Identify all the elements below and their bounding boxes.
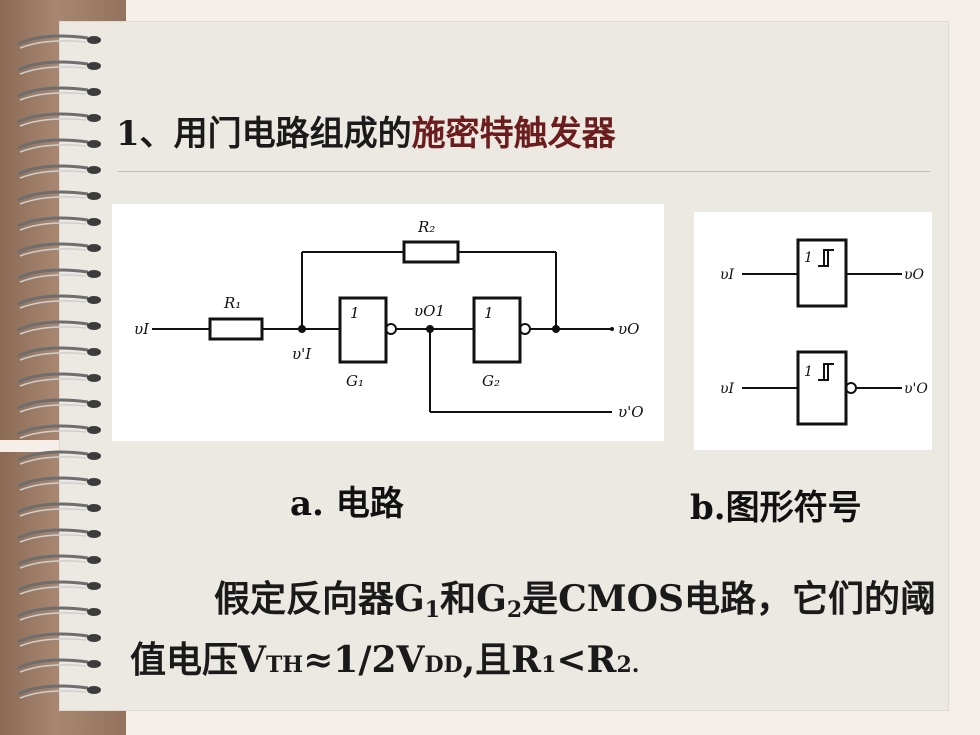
label-vo1: υO1 xyxy=(414,302,445,320)
binder-ring xyxy=(17,658,101,673)
slide-title: 1、用门电路组成的施密特触发器 xyxy=(116,106,616,155)
binder-ring xyxy=(17,294,101,309)
g1-one: 1 xyxy=(350,304,360,322)
binder-ring xyxy=(17,606,101,621)
binder-ring xyxy=(17,268,101,283)
binder-ring xyxy=(17,450,101,465)
para-part: ≈1/2V xyxy=(303,639,425,681)
binder-ring xyxy=(17,138,101,153)
circuit-figure: υI R₁ R₂ υ'I υO1 υO υ'O G₁ G₂ 1 1 xyxy=(112,204,664,441)
binder-ring xyxy=(17,216,101,231)
sym-vi-bottom: υI xyxy=(720,381,735,397)
g2-one: 1 xyxy=(484,304,494,322)
sym-one-top: 1 xyxy=(804,250,813,266)
junction-dot xyxy=(426,325,434,333)
label-g2: G₂ xyxy=(482,372,500,390)
binder-ring xyxy=(17,424,101,439)
para-part: ,且R xyxy=(462,639,542,681)
binder-ring xyxy=(17,372,101,387)
para-part: <R xyxy=(556,639,617,681)
sym-vo-top: υO xyxy=(904,267,925,283)
binder-ring xyxy=(17,398,101,413)
binder-ring xyxy=(17,86,101,101)
para-sub: 1 xyxy=(541,652,557,678)
binder-ring xyxy=(17,320,101,335)
junction-dot xyxy=(298,325,306,333)
binder-ring xyxy=(17,164,101,179)
schmitt-symbols: υI υO υI υ'O 1 1 xyxy=(720,238,928,426)
para-part: 和G xyxy=(440,578,507,620)
sym-vo-bottom: υ'O xyxy=(904,381,928,397)
title-highlight: 施密特触发器 xyxy=(411,114,616,154)
label-g1: G₁ xyxy=(346,372,364,390)
title-divider xyxy=(118,171,930,172)
binder-ring xyxy=(17,346,101,361)
para-part: 假定反向器G xyxy=(214,578,425,620)
sym-one-bottom: 1 xyxy=(804,364,813,380)
circuit-diagram: υI R₁ R₂ υ'I υO1 υO υ'O G₁ G₂ 1 1 xyxy=(134,218,644,421)
binder-ring xyxy=(17,684,101,699)
binder-ring xyxy=(17,580,101,595)
label-vi: υI xyxy=(134,320,150,338)
sym-vi-top: υI xyxy=(720,267,735,283)
junction-dot xyxy=(552,325,560,333)
para-sub: 2 xyxy=(506,597,523,623)
title-prefix: 1、用门电路组成的 xyxy=(116,114,412,154)
label-vi-prime: υ'I xyxy=(292,345,312,363)
binder-ring xyxy=(17,554,101,569)
para-sub: 2 xyxy=(616,652,632,678)
binder-ring xyxy=(17,242,101,257)
caption-symbol: b.图形符号 xyxy=(690,488,862,528)
symbol-figure: υI υO υI υ'O 1 1 xyxy=(694,212,932,450)
description-paragraph: 假定反向器G1和G2是CMOS电路，它们的阈值电压VTH≈1/2VDD,且R1<… xyxy=(130,574,940,690)
binder-ring xyxy=(17,190,101,205)
caption-circuit: a. 电路 xyxy=(290,484,404,524)
binder-ring xyxy=(17,476,101,491)
para-sub: TH xyxy=(265,652,304,678)
binder-ring xyxy=(17,112,101,127)
binder-ring xyxy=(17,528,101,543)
para-sub: DD xyxy=(424,652,463,678)
para-part: . xyxy=(631,652,640,678)
binder-ring xyxy=(17,502,101,517)
label-vo-prime: υ'O xyxy=(618,403,644,421)
spiral-rings xyxy=(17,34,101,699)
label-r1: R₁ xyxy=(223,294,241,312)
para-part: 是CMOS电路，它们的阈值电压V xyxy=(130,578,936,681)
binder-ring xyxy=(17,632,101,647)
label-r2: R₂ xyxy=(417,218,435,236)
binder-ring xyxy=(17,34,101,49)
para-sub: 1 xyxy=(424,597,441,623)
binder-ring xyxy=(17,60,101,75)
label-vo: υO xyxy=(618,320,639,338)
